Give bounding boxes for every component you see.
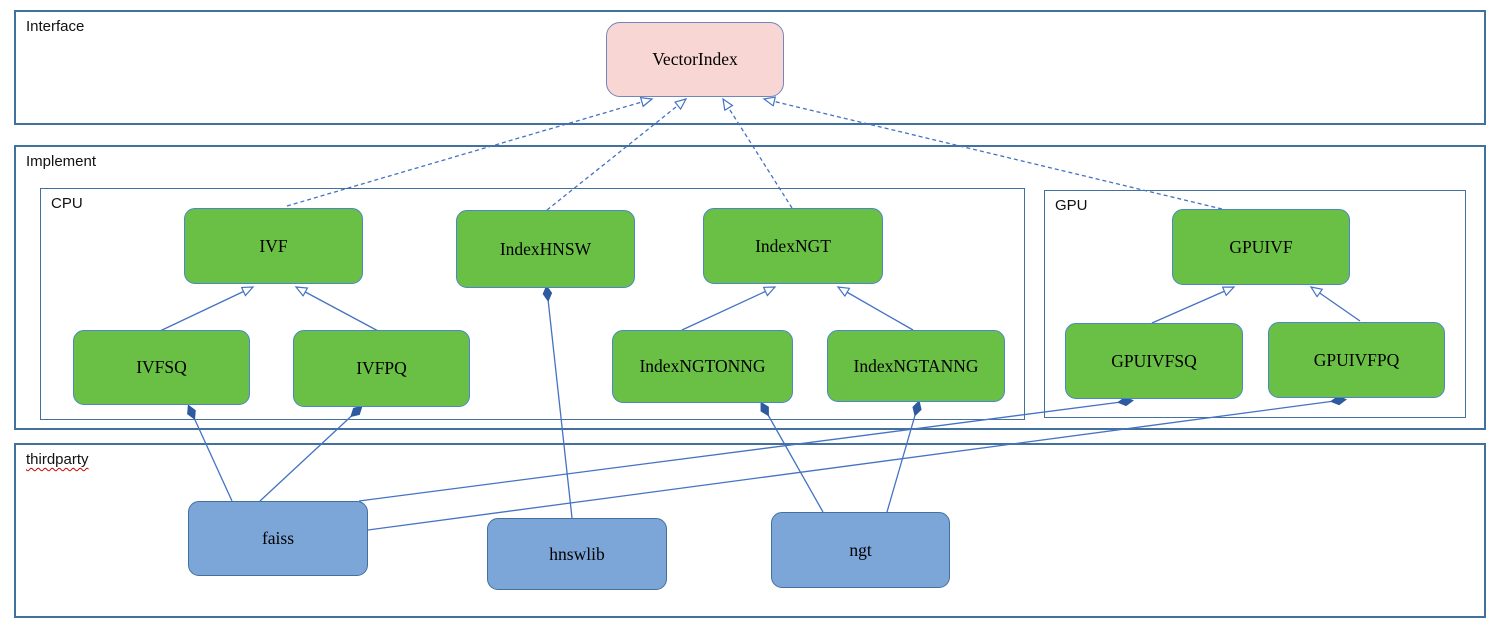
node-indexngtanng-label: IndexNGTANNG	[853, 355, 979, 376]
edge-ngt-indexngtanng	[886, 405, 918, 513]
node-gpuivf-label: GPUIVF	[1229, 236, 1293, 257]
section-thirdparty: thirdparty	[14, 443, 1486, 618]
edge-ngt-indexngtonng	[763, 406, 824, 513]
edge-indexngt-vectorindex	[723, 99, 793, 209]
edge-faiss-gpuivfsq	[358, 401, 1129, 502]
node-gpuivfsq-label: GPUIVFSQ	[1111, 350, 1197, 371]
node-indexngtanng: IndexNGTANNG	[827, 330, 1005, 402]
edge-ivf-vectorindex	[286, 99, 652, 207]
edge-faiss-ivfpq	[259, 409, 359, 502]
edge-indexngtonng-indexngt	[681, 287, 775, 331]
node-ivfpq: IVFPQ	[293, 330, 470, 407]
section-thirdparty-label: thirdparty	[26, 451, 89, 468]
edge-faiss-gpuivfpq	[367, 400, 1342, 531]
node-indexngtonng-label: IndexNGTONNG	[639, 356, 766, 376]
node-gpuivf: GPUIVF	[1172, 209, 1350, 285]
section-interface-label: Interface	[26, 18, 85, 35]
node-ivfsq: IVFSQ	[73, 330, 250, 405]
section-implement-label: Implement	[26, 153, 97, 170]
edge-gpuivfsq-gpuivf	[1151, 287, 1234, 324]
section-cpu-label: CPU	[51, 195, 83, 212]
edge-hnswlib-indexhnsw	[547, 290, 573, 519]
node-indexhnsw-label: IndexHNSW	[499, 238, 592, 259]
edge-ivfsq-ivf	[159, 287, 253, 332]
node-ivf: IVF	[184, 208, 363, 284]
node-ivfpq-label: IVFPQ	[356, 358, 407, 378]
edge-ivfpq-ivf	[296, 287, 381, 333]
edge-indexhnsw-vectorindex	[546, 99, 686, 211]
node-faiss-label: faiss	[261, 528, 295, 548]
node-indexngt: IndexNGT	[703, 208, 883, 284]
node-indexhnsw: IndexHNSW	[456, 210, 635, 288]
node-faiss: faiss	[188, 501, 368, 576]
node-hnswlib-label: hnswlib	[549, 543, 605, 564]
node-ivf-label: IVF	[259, 235, 288, 256]
node-vectorindex-label: VectorIndex	[652, 49, 738, 69]
section-implement: Implement	[14, 145, 1486, 430]
node-ivfsq-label: IVFSQ	[136, 357, 187, 377]
node-indexngt-label: IndexNGT	[755, 235, 831, 256]
node-gpuivfpq: GPUIVFPQ	[1268, 322, 1445, 398]
node-hnswlib: hnswlib	[487, 518, 667, 590]
section-gpu-label: GPU	[1055, 197, 1088, 214]
edge-faiss-ivfsq	[190, 409, 233, 502]
node-ngt: ngt	[771, 512, 950, 588]
node-vectorindex: VectorIndex	[606, 22, 784, 97]
edge-indexngtanng-indexngt	[838, 287, 914, 331]
node-gpuivfsq: GPUIVFSQ	[1065, 323, 1243, 399]
edge-gpuivf-vectorindex	[764, 99, 1223, 210]
node-indexngtonng: IndexNGTONNG	[612, 330, 793, 403]
node-gpuivfpq-label: GPUIVFPQ	[1313, 349, 1400, 370]
edge-gpuivfpq-gpuivf	[1311, 287, 1361, 322]
section-gpu: GPU	[1044, 190, 1466, 418]
node-ngt-label: ngt	[849, 539, 872, 560]
section-interface: Interface	[14, 10, 1486, 125]
section-cpu: CPU	[40, 188, 1025, 420]
